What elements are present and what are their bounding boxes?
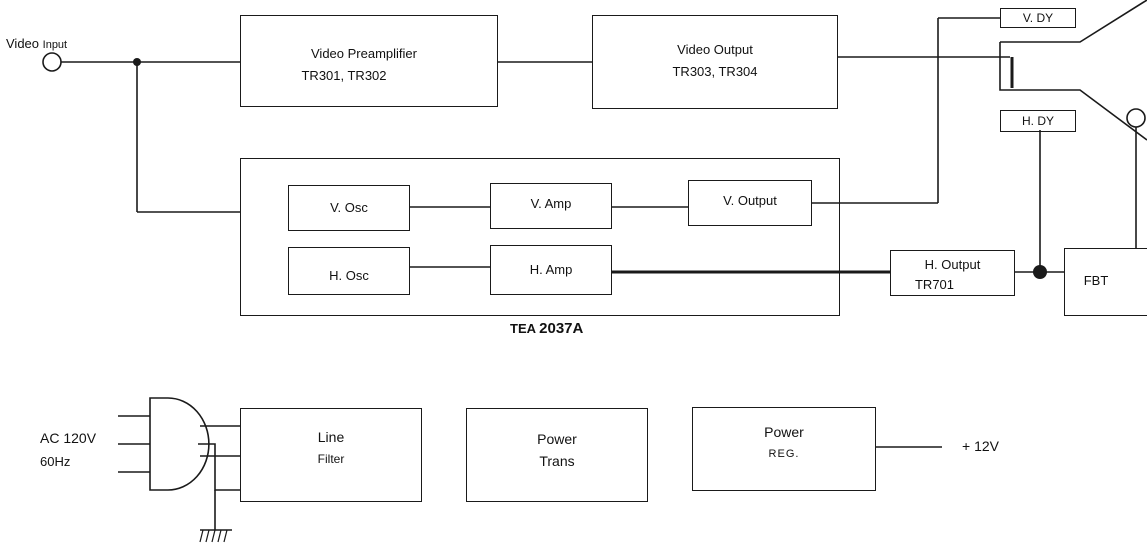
- video-preamp-transistors: TR301, TR302: [301, 68, 387, 83]
- power-reg-block: Power REG.: [692, 407, 876, 491]
- v-dy-block: V. DY: [1000, 8, 1076, 28]
- ic-block: [240, 158, 840, 316]
- video-output-label: Video Output: [677, 42, 753, 57]
- v-amp-block: V. Amp: [490, 183, 612, 229]
- line-filter-block: Line Filter: [240, 408, 422, 502]
- ac-plug: [149, 397, 210, 491]
- ic-part-number: TEA 2037A: [510, 320, 584, 337]
- video-output-block: Video Output TR303, TR304: [592, 15, 838, 109]
- v-output-block: V. Output: [688, 180, 812, 226]
- power-trans-block: Power Trans: [466, 408, 648, 502]
- h-dy-block: H. DY: [1000, 110, 1076, 132]
- video-preamp-label: Video Preamplifier: [311, 46, 417, 61]
- ac-input-frequency: 60Hz: [40, 454, 71, 469]
- h-amp-block: H. Amp: [490, 245, 612, 295]
- h-output-block: H. Output TR701: [890, 250, 1015, 296]
- h-osc-block: H. Osc: [288, 247, 410, 295]
- ac-input-voltage: AC 120V: [40, 430, 97, 446]
- video-output-transistors: TR303, TR304: [672, 64, 758, 79]
- video-preamplifier-block: Video Preamplifier TR301, TR302: [240, 15, 498, 107]
- dc-output-voltage: + 12V: [962, 438, 999, 454]
- video-input-jack: [42, 52, 62, 72]
- fbt-block: FBT: [1064, 248, 1147, 316]
- video-input-label: Video Input: [6, 36, 68, 51]
- v-osc-block: V. Osc: [288, 185, 410, 231]
